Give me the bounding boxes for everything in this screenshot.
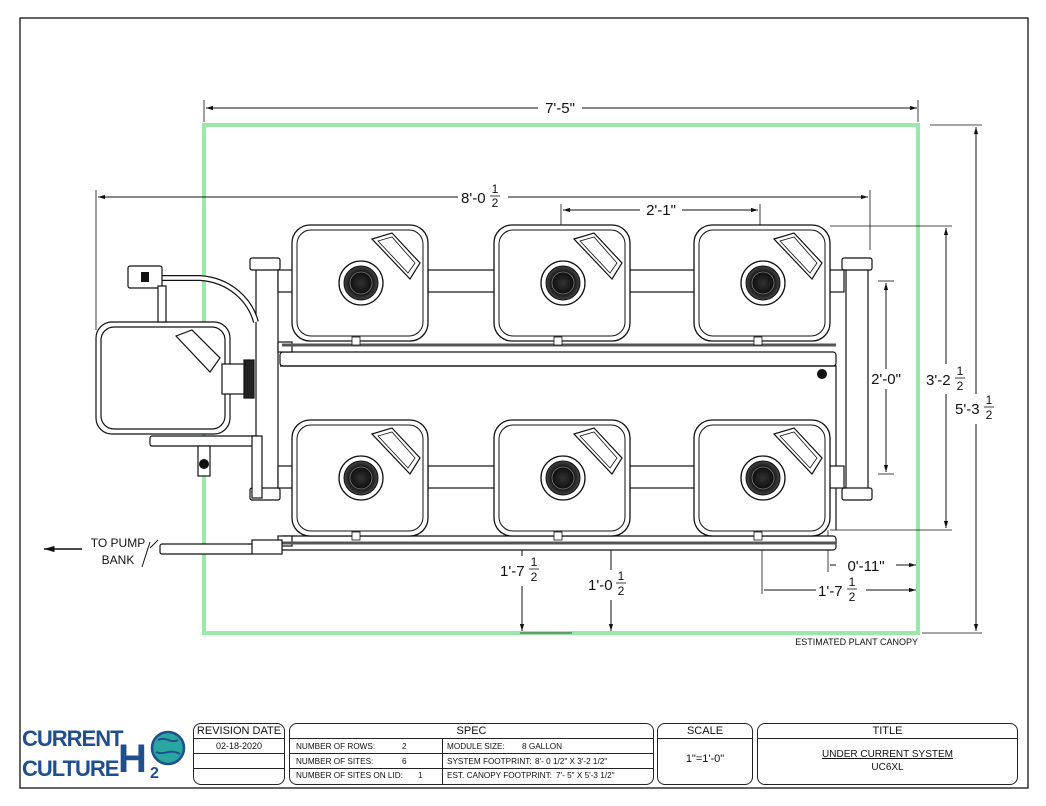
title-header: TITLE: [758, 724, 1017, 739]
grow-module: [291, 224, 429, 346]
svg-text:2: 2: [531, 570, 538, 584]
net-pot: [545, 265, 581, 301]
svg-text:CURRENT: CURRENT: [22, 726, 124, 751]
spec-rows-label: NUMBER OF ROWS:: [296, 742, 376, 751]
dim-right-offset: 1'-7: [818, 583, 843, 600]
svg-text:2: 2: [986, 408, 993, 422]
grow-module: [693, 419, 831, 541]
spec-box: SPEC NUMBER OF ROWS: 2 NUMBER OF SITES: …: [289, 723, 654, 785]
spec-footprint-label: SYSTEM FOOTPRINT:: [447, 757, 532, 766]
net-pot: [745, 460, 781, 496]
svg-text:1: 1: [531, 555, 538, 569]
spec-footprint-value: 8'- 0 1/2" X 3'-2 1/2": [535, 757, 608, 766]
net-pot: [545, 460, 581, 496]
scale-header: SCALE: [658, 724, 752, 739]
grow-module: [493, 419, 631, 541]
revision-box: REVISION DATE 02-18-2020: [193, 723, 285, 785]
dim-side-offset: 0'-11": [847, 558, 884, 575]
dim-canopy-offset-b: 1'-0: [588, 577, 613, 594]
svg-text:1: 1: [986, 393, 993, 407]
dim-canopy-width: 7'-5": [545, 100, 575, 117]
svg-text:2: 2: [150, 765, 159, 782]
svg-text:1: 1: [492, 182, 499, 196]
dim-overall-width: 8'-0: [461, 190, 486, 207]
pump-label-line2: BANK: [102, 553, 135, 567]
svg-text:1: 1: [618, 569, 625, 583]
spec-canopy-value: 7'- 5" X 5'-3 1/2": [556, 771, 615, 780]
title-box: TITLE UNDER CURRENT SYSTEM UC6XL: [757, 723, 1018, 785]
spec-lid-value: 1: [418, 771, 423, 780]
svg-text:CULTURE: CULTURE: [22, 756, 119, 781]
net-pot: [343, 460, 379, 496]
grow-module: [493, 224, 631, 346]
dim-system-depth: 3'-2: [926, 372, 951, 389]
dim-canopy-offset-a: 1'-7: [500, 563, 525, 580]
grow-modules: [291, 224, 831, 541]
svg-text:2: 2: [492, 196, 499, 210]
svg-text:1: 1: [849, 575, 856, 589]
spec-module-label: MODULE SIZE:: [447, 742, 505, 751]
title-line2: UC6XL: [871, 762, 904, 773]
svg-text:2: 2: [618, 584, 625, 598]
pump-label-line1: TO PUMP: [91, 536, 145, 550]
net-pot: [343, 265, 379, 301]
spec-sites-value: 6: [402, 757, 407, 766]
svg-text:H: H: [118, 737, 147, 781]
dim-canopy-depth: 5'-3: [955, 401, 980, 418]
net-pot: [745, 265, 781, 301]
revision-date: 02-18-2020: [215, 741, 263, 751]
grow-module: [693, 224, 831, 346]
svg-text:2: 2: [849, 590, 856, 604]
spec-module-value: 8 GALLON: [522, 742, 563, 751]
spec-rows-value: 2: [402, 742, 407, 751]
control-bucket: [95, 265, 259, 435]
svg-text:1: 1: [957, 364, 964, 378]
spec-header: SPEC: [290, 724, 653, 739]
svg-text:2: 2: [957, 379, 964, 393]
revision-header: REVISION DATE: [194, 724, 284, 739]
canopy-label: ESTIMATED PLANT CANOPY: [795, 637, 918, 647]
spec-lid-label: NUMBER OF SITES ON LID:: [296, 771, 403, 780]
drain-line: [149, 435, 283, 555]
scale-value: 1"=1'-0": [685, 753, 725, 765]
title-line1: UNDER CURRENT SYSTEM: [822, 749, 953, 760]
dim-row-spacing: 2'-0": [871, 371, 901, 388]
scale-box: SCALE 1"=1'-0": [657, 723, 753, 785]
spec-canopy-label: EST. CANOPY FOOTPRINT:: [447, 771, 552, 780]
module-connectors: [277, 269, 845, 489]
globe-icon: [150, 730, 186, 766]
sheet-border: [19, 17, 1029, 789]
valve-icon: [141, 272, 827, 469]
spec-sites-label: NUMBER OF SITES:: [296, 757, 374, 766]
plant-canopy-outline: [202, 123, 920, 635]
grow-module: [291, 419, 429, 541]
logo: CURRENT CULTURE H 2: [22, 726, 186, 782]
dim-module-spacing: 2'-1": [646, 202, 676, 219]
